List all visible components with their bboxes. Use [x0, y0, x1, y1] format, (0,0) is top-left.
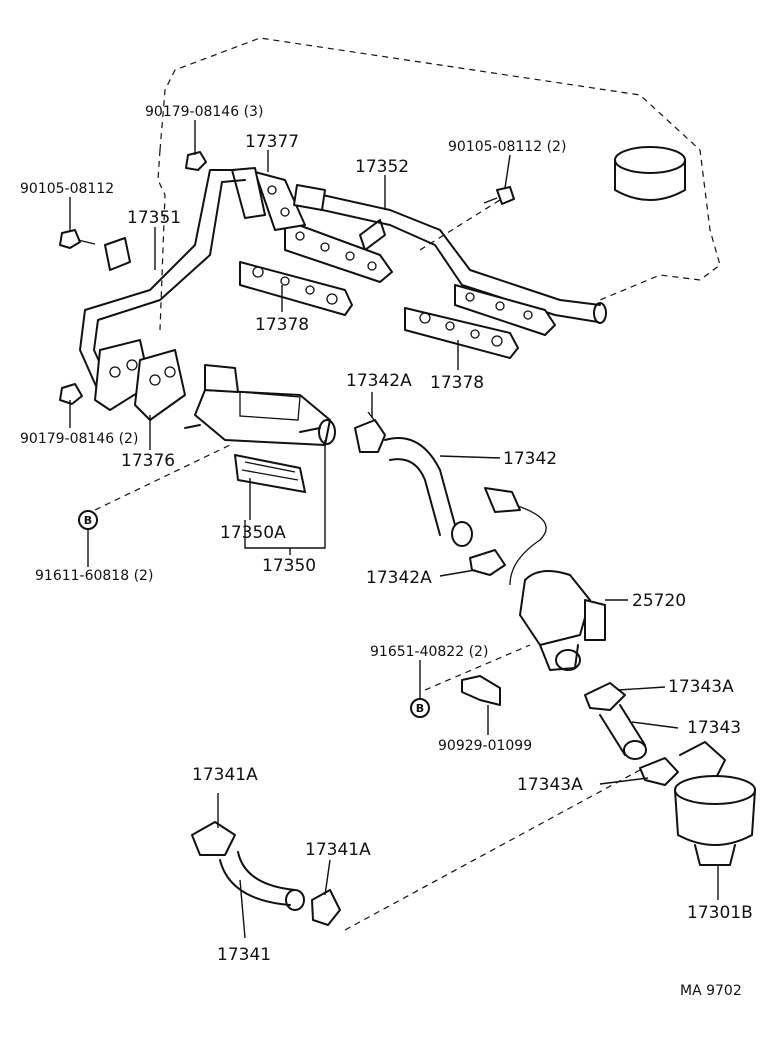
hose-17342 — [384, 437, 473, 547]
dashed-connection-bolts — [419, 199, 501, 251]
label-17343: 17343 — [687, 718, 741, 738]
reed-valve-17350 — [184, 364, 336, 446]
label-17301B: 17301B — [687, 903, 753, 923]
nut-90179-upper — [185, 151, 207, 171]
label-17378-right: 17378 — [430, 373, 484, 393]
engine-outline — [159, 37, 721, 301]
air-suction-valve-25720 — [484, 487, 606, 671]
label-17352: 17352 — [355, 157, 409, 177]
gasket-17378-left — [239, 261, 353, 316]
air-cleaner-17301B — [674, 741, 756, 866]
label-17376: 17376 — [121, 451, 175, 471]
bolt-90105-left — [59, 229, 96, 249]
label-17350A: 17350A — [220, 523, 286, 543]
label-90105-08112: 90105-08112 — [20, 181, 114, 197]
label-17341A-left: 17341A — [192, 765, 258, 785]
clamp-17342A-top — [354, 411, 386, 453]
clamp-17343A-top — [584, 682, 626, 711]
dashed-connection-b2 — [424, 644, 531, 691]
manifold-plate-upper — [284, 219, 556, 336]
gasket-17376 — [134, 349, 186, 421]
label-91611-60818-2: 91611-60818 (2) — [35, 568, 153, 584]
dashed-connection-canister — [344, 769, 641, 931]
label-17342A-top: 17342A — [346, 371, 412, 391]
label-17350: 17350 — [262, 556, 316, 576]
bracket-90929 — [461, 675, 501, 706]
oil-filler-cap — [614, 146, 686, 201]
gasket-17377 — [254, 171, 306, 231]
hose-17341 — [219, 851, 305, 911]
clamp-17343A-bottom — [639, 757, 679, 786]
clamp-17341A-right — [311, 889, 341, 926]
label-17341A-right: 17341A — [305, 840, 371, 860]
clamp-17341A-left — [191, 821, 236, 856]
marker-b-2: B — [410, 698, 430, 718]
label-25720: 25720 — [632, 591, 686, 611]
label-17341: 17341 — [217, 945, 271, 965]
marker-b-1: B — [78, 510, 98, 530]
dashed-connection-b1 — [94, 444, 231, 511]
label-90929-01099: 90929-01099 — [438, 738, 532, 754]
marker-b-1-text: B — [84, 514, 92, 527]
diagram-code: MA 9702 — [680, 983, 742, 999]
engine-outline-left — [157, 149, 166, 331]
nut-90179-lower — [59, 383, 83, 405]
label-17342A-bottom: 17342A — [366, 568, 432, 588]
label-91651-40822-2: 91651-40822 (2) — [370, 644, 488, 660]
hose-17343 — [599, 704, 647, 760]
label-90179-08146-2: 90179-08146 (2) — [20, 431, 138, 447]
bolt-90105-right — [483, 186, 515, 205]
label-17343A-top: 17343A — [668, 677, 734, 697]
label-90179-08146-3: 90179-08146 (3) — [145, 104, 263, 120]
air-injection-pipe-17352 — [299, 189, 607, 324]
marker-b-2-text: B — [416, 702, 424, 715]
label-17351: 17351 — [127, 208, 181, 228]
clamp-17342A-bottom — [469, 549, 506, 576]
label-17378-left: 17378 — [255, 315, 309, 335]
label-17342: 17342 — [503, 449, 557, 469]
gasket-17378-right — [404, 307, 519, 359]
label-90105-08112-2: 90105-08112 (2) — [448, 139, 566, 155]
reed-valve-plate-17350A — [234, 454, 306, 493]
leader-lines — [69, 120, 719, 939]
label-17377: 17377 — [245, 132, 299, 152]
label-17343A-bottom: 17343A — [517, 775, 583, 795]
